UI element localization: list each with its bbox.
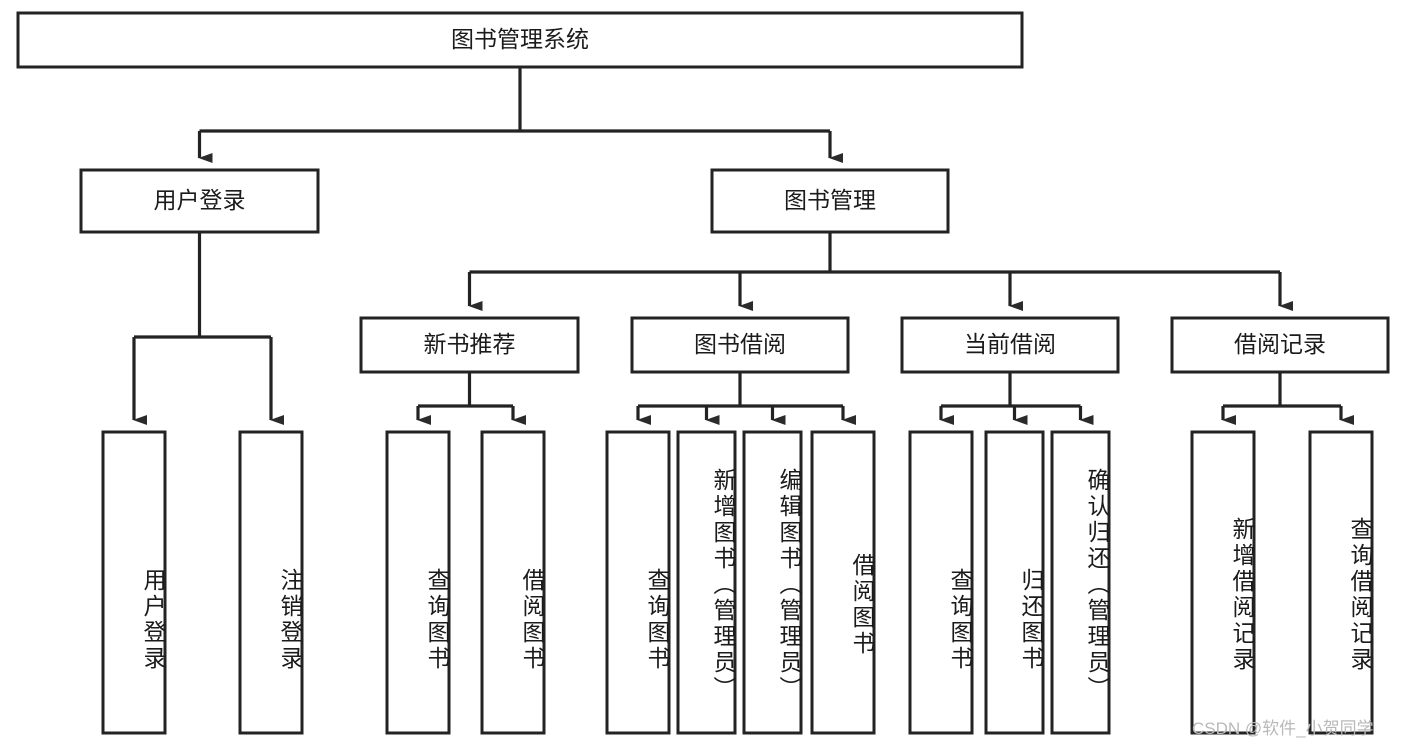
node-leaf-borrow-book-2-box[interactable] — [810, 430, 876, 735]
csdn-watermark: CSDN @软件_小贺同学 — [1192, 719, 1374, 738]
node-leaf-return-book-box[interactable] — [984, 430, 1045, 735]
node-leaf-user-login-box[interactable] — [101, 430, 167, 735]
node-root-label: 图书管理系统 — [451, 26, 589, 52]
node-borrow-record[interactable]: 借阅记录 — [1170, 316, 1390, 374]
node-leaf-query-book-1-box[interactable] — [385, 430, 451, 735]
connector-group — [132, 67, 1354, 425]
node-book-borrow[interactable]: 图书借阅 — [630, 316, 850, 374]
node-book-borrow-label: 图书借阅 — [694, 331, 786, 357]
node-leaf-confirm-return-box[interactable] — [1050, 430, 1111, 735]
node-borrow-record-box[interactable] — [1170, 316, 1390, 374]
node-user-login[interactable]: 用户登录 — [79, 168, 320, 234]
node-borrow-record-label: 借阅记录 — [1234, 331, 1326, 357]
node-new-book-recommend[interactable]: 新书推荐 — [359, 316, 580, 374]
node-current-borrow[interactable]: 当前借阅 — [900, 316, 1120, 374]
node-book-manage-box[interactable] — [710, 168, 950, 234]
node-user-login-label: 用户登录 — [154, 187, 246, 213]
node-leaf-edit-book-box[interactable] — [742, 430, 803, 735]
node-book-borrow-box[interactable] — [630, 316, 850, 374]
node-leaf-add-record-box[interactable] — [1190, 430, 1256, 735]
node-user-login-box[interactable] — [79, 168, 320, 234]
node-leaf-borrow-book-1-box[interactable] — [480, 430, 546, 735]
node-book-manage[interactable]: 图书管理 — [710, 168, 950, 234]
node-group: 图书管理系统 用户登录 图书管理 新书推荐 图书借阅 当前 — [16, 11, 1390, 735]
node-leaf-logout-box[interactable] — [238, 430, 304, 735]
node-leaf-query-book-3-box[interactable] — [908, 430, 974, 735]
node-leaf-add-book-box[interactable] — [676, 430, 737, 735]
node-current-borrow-label: 当前借阅 — [964, 331, 1056, 357]
node-current-borrow-box[interactable] — [900, 316, 1120, 374]
node-new-book-recommend-box[interactable] — [359, 316, 580, 374]
node-new-book-recommend-label: 新书推荐 — [424, 331, 516, 357]
node-leaf-query-book-2-box[interactable] — [605, 430, 671, 735]
node-root[interactable]: 图书管理系统 — [16, 11, 1024, 69]
node-root-box[interactable] — [16, 11, 1024, 69]
node-book-manage-label: 图书管理 — [784, 187, 876, 213]
node-leaf-query-record-box[interactable] — [1308, 430, 1374, 735]
